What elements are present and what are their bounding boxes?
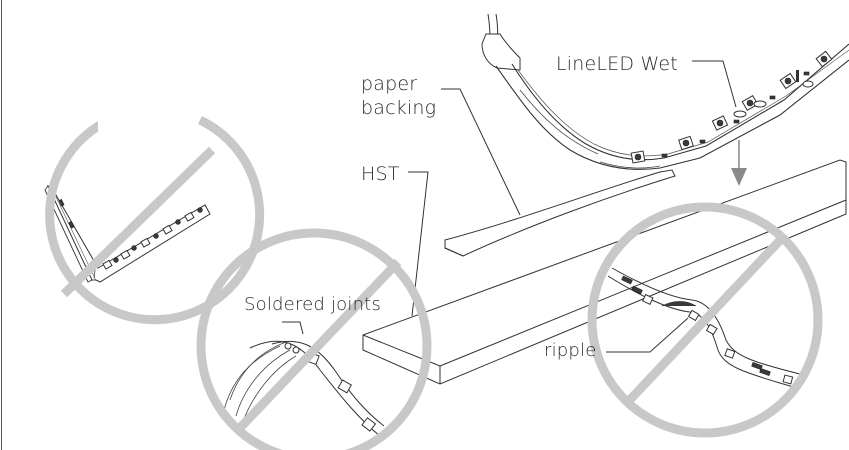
prohibited-circle-slash-icon [196,228,432,450]
prohibited-circle-slash-icon [45,115,265,325]
resistor [733,119,740,124]
resistor [769,95,776,100]
prohibited-sharp-bend-panel [44,112,265,325]
rippled-strip [607,267,801,389]
solder-pad [753,100,767,108]
solder-pad [802,80,814,88]
paper-label: paper [361,73,417,95]
lineled-wet-label: LineLED Wet [556,53,678,75]
backing-label: backing [361,97,436,119]
led-strip-wet [495,43,849,170]
led-chip [741,94,759,112]
led-chip [779,72,797,90]
prohibited-soldered-joints-panel: Soldered joints [196,228,432,450]
solder-pad [733,110,747,118]
ripple-label: ripple [544,340,597,361]
resistor [699,139,706,144]
led-chip [815,50,833,68]
ripple-leader [606,317,689,353]
paper-backing-strip [444,169,676,257]
led-chip [630,150,646,164]
sharp-bend-strip [44,184,211,283]
hst-label: HST [361,163,400,185]
lineled-wet-callout: LineLED Wet [556,53,737,108]
paper-backing-callout: paper backing [361,73,521,216]
soldered-strip [223,340,385,437]
arrow-down-icon [731,140,747,186]
cut-mark [796,70,799,82]
prohibited-circle-slash-icon [587,202,823,438]
hst-callout: HST [361,163,429,317]
soldered-joints-label: Soldered joints [244,294,381,315]
resistor [661,153,668,158]
prohibited-ripple-panel: ripple [544,202,823,438]
led-chip [678,135,694,151]
resistor [803,71,810,76]
led-chip [711,115,729,131]
power-cable [481,13,521,71]
soldered-joints-leader [282,321,304,335]
